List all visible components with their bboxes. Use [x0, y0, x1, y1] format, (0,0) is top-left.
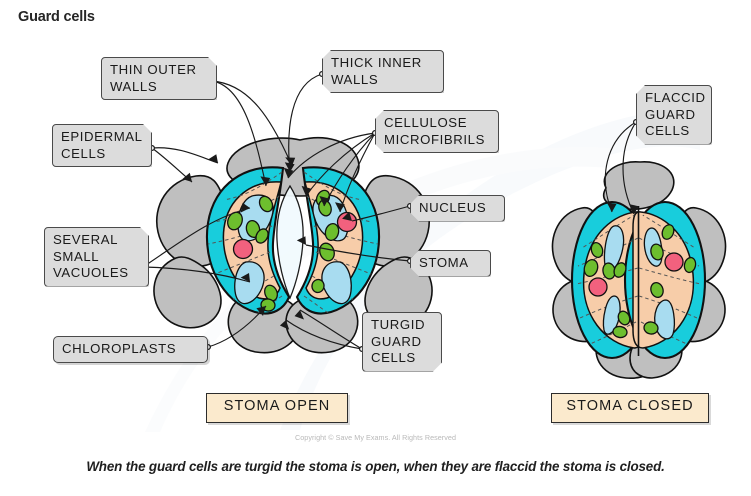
figure-caption: When the guard cells are turgid the stom… [86, 459, 665, 474]
organelles-left-closed [583, 225, 631, 339]
leader-lines [142, 73, 637, 350]
state-box-stoma-open: STOMA OPEN [206, 393, 348, 423]
label-line: STOMA [419, 255, 469, 270]
label-line: EPIDERMAL [61, 129, 143, 144]
label-flaccid-guard-cells[interactable]: FLACCID GUARD CELLS [636, 85, 712, 145]
label-stoma[interactable]: STOMA [410, 250, 491, 277]
label-turgid-guard-cells[interactable]: TURGID GUARD CELLS [362, 312, 442, 372]
leader-arrowheads [182, 154, 639, 330]
label-line: WALLS [331, 71, 379, 87]
state-box-stoma-closed: STOMA CLOSED [551, 393, 709, 423]
label-nucleus[interactable]: NUCLEUS [410, 195, 505, 222]
label-epidermal-cells[interactable]: EPIDERMAL CELLS [52, 124, 152, 167]
label-line: SEVERAL [53, 232, 119, 247]
page-title: Guard cells [18, 9, 95, 25]
label-line: CELLS [61, 145, 106, 161]
copyright-notice: Copyright © Save My Exams. All Rights Re… [295, 433, 456, 442]
label-thick-inner-walls[interactable]: THICK INNER WALLS [322, 50, 444, 93]
label-line: VACUOLES [53, 265, 129, 280]
label-cellulose-microfibrils[interactable]: CELLULOSE MICROFIBRILS [375, 110, 499, 153]
label-line: MICROFIBRILS [384, 131, 485, 147]
label-line: NUCLEUS [419, 200, 487, 215]
label-line: GUARD [371, 333, 422, 349]
label-thin-outer-walls[interactable]: THIN OUTER WALLS [101, 57, 217, 100]
label-line: SMALL [53, 248, 100, 264]
organelles-right-closed [643, 224, 697, 340]
guard-cells-illustration [140, 70, 727, 379]
label-line: CHLOROPLASTS [62, 341, 177, 356]
diagram-stage: THIN OUTER WALLS THICK INNER WALLS EPIDE… [0, 0, 727, 423]
label-line: CELLS [645, 123, 690, 138]
label-line: CELLS [371, 350, 416, 365]
label-line: GUARD [645, 106, 696, 122]
label-line: THICK INNER [331, 55, 422, 70]
stomatal-pore-open [276, 184, 304, 300]
label-line: TURGID [371, 317, 426, 332]
label-line: FLACCID [645, 90, 706, 105]
epidermal-cells-shape [153, 137, 433, 354]
stoma-open-diagram [153, 137, 433, 354]
label-line: WALLS [110, 78, 158, 94]
label-line: CELLULOSE [384, 115, 468, 130]
label-line: THIN OUTER [110, 62, 197, 77]
label-chloroplasts[interactable]: CHLOROPLASTS [53, 336, 208, 363]
label-several-small-vacuoles[interactable]: SEVERAL SMALL VACUOLES [44, 227, 149, 287]
stoma-closed-diagram [551, 161, 727, 379]
